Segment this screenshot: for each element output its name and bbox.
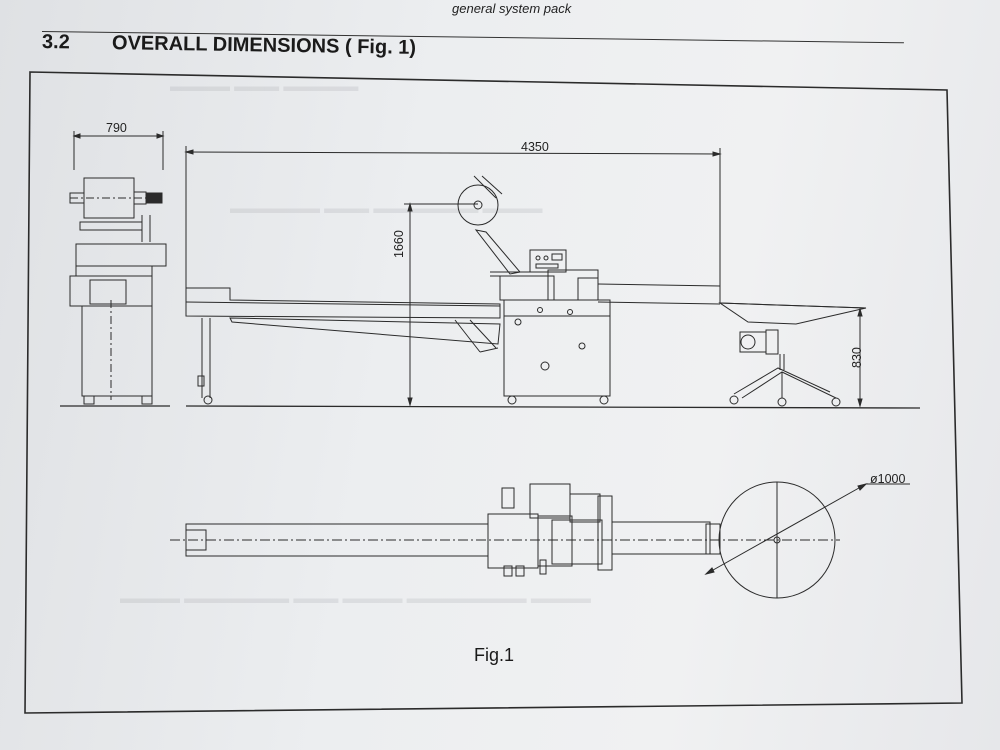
dimension-side-width: 790 (106, 121, 127, 135)
plan-view (170, 481, 910, 599)
dimension-table-height: 830 (850, 347, 864, 368)
figure-border (24, 71, 963, 714)
dimension-overall-height: 1660 (392, 230, 406, 258)
dimension-table-diameter: ø1000 (870, 472, 906, 486)
bleed-through-text: ▬▬▬▬ ▬▬▬▬▬▬▬ ▬▬▬ ▬▬▬▬ ▬▬▬▬▬▬▬▬ ▬▬▬▬ (120, 590, 591, 607)
figure-caption: Fig.1 (474, 645, 515, 665)
end-view (60, 131, 170, 407)
bleed-through-text: ▬▬▬▬ ▬▬▬ ▬▬▬▬▬ (170, 78, 359, 95)
running-header: general system pack (452, 1, 572, 16)
dimension-overall-length: 4350 (521, 140, 549, 154)
front-view (184, 146, 921, 409)
